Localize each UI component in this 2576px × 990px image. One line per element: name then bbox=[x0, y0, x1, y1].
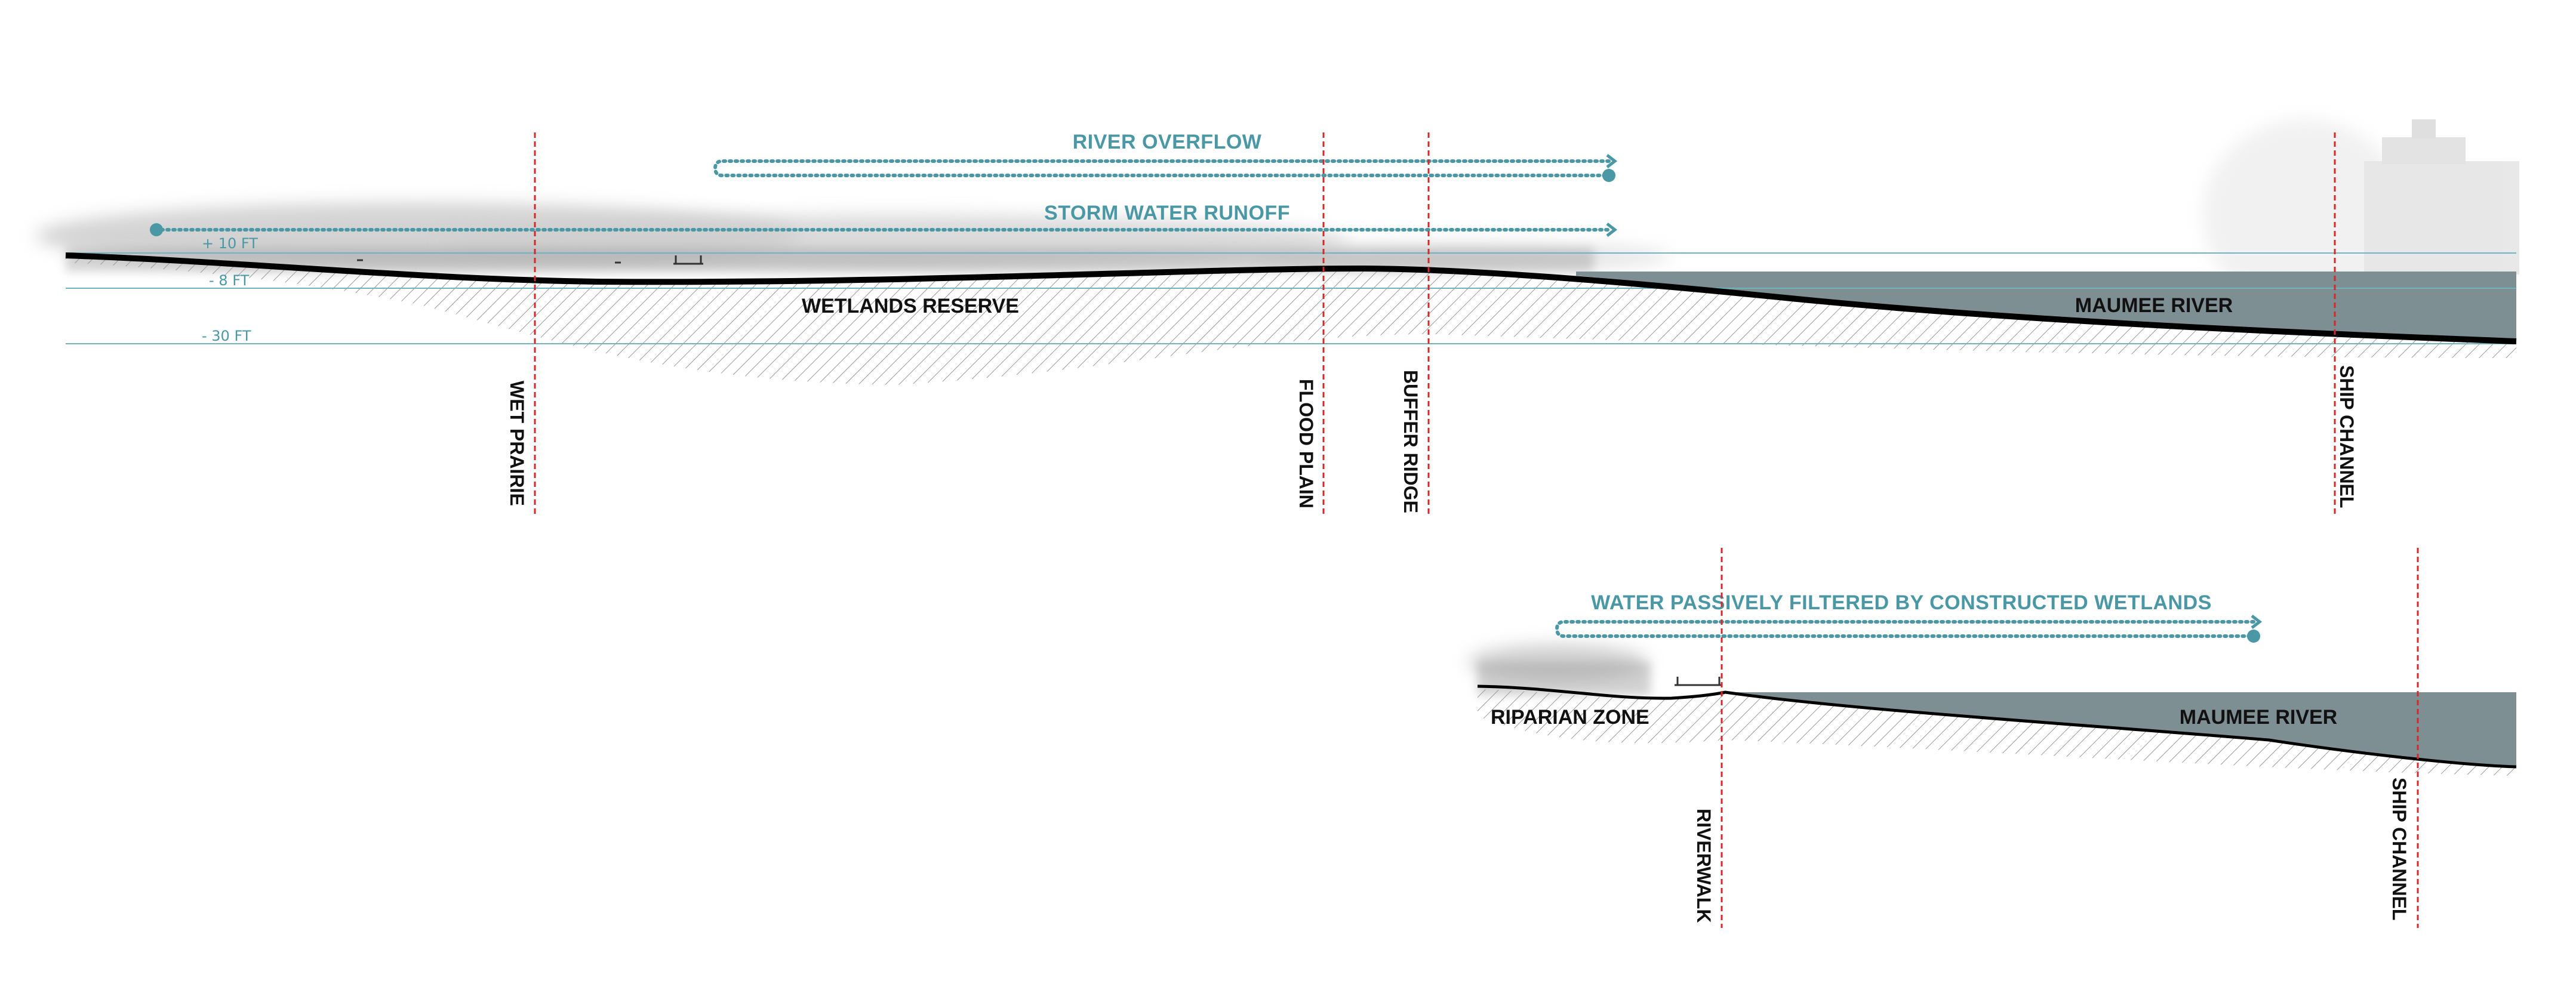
bottom-section: WATER PASSIVELY FILTERED BY CONSTRUCTED … bbox=[1469, 548, 2517, 928]
flood-plain-label: FLOOD PLAIN bbox=[1295, 379, 1317, 508]
bottom-earth-fill bbox=[1478, 689, 2516, 776]
filtered-water-arrow bbox=[1555, 615, 2263, 643]
bottom-ground-line bbox=[1477, 684, 2517, 769]
top-ground-line bbox=[65, 252, 2517, 344]
elevation-label-minus-8: - 8 FT bbox=[209, 272, 250, 289]
riverwalk-deck bbox=[1675, 677, 1722, 686]
top-maumee-river-label: MAUMEE RIVER bbox=[2075, 294, 2233, 317]
riparian-zone-label: RIPARIAN ZONE bbox=[1491, 706, 1649, 729]
riparian-vegetation-haze bbox=[1469, 644, 1651, 695]
storm-water-runoff-arrow bbox=[150, 223, 1618, 237]
filtered-water-label: WATER PASSIVELY FILTERED BY CONSTRUCTED … bbox=[1591, 591, 2212, 614]
top-ship-channel-label: SHIP CHANNEL bbox=[2336, 365, 2358, 508]
top-river-water bbox=[1576, 272, 2516, 341]
elevation-label-minus-30: - 30 FT bbox=[202, 328, 251, 344]
river-overflow-label: RIVER OVERFLOW bbox=[1073, 131, 1262, 153]
bottom-ship-channel-label: SHIP CHANNEL bbox=[2389, 778, 2410, 920]
vegetation-haze bbox=[36, 203, 1672, 272]
wetlands-reserve-label: WETLANDS RESERVE bbox=[802, 295, 1019, 317]
buffer-ridge-label: BUFFER RIDGE bbox=[1400, 370, 1421, 513]
riverwalk-label: RIVERWALK bbox=[1693, 809, 1715, 923]
boardwalk-detail bbox=[357, 255, 703, 265]
wet-prairie-label: WET PRAIRIE bbox=[506, 381, 528, 506]
bottom-maumee-river-label: MAUMEE RIVER bbox=[2180, 706, 2337, 729]
top-section: RIVER OVERFLOW STORM WATER RUNOFF + 10 F… bbox=[36, 119, 2519, 516]
bottom-river-water bbox=[1725, 692, 2516, 767]
river-overflow-arrow bbox=[713, 154, 1618, 182]
ship-illustration bbox=[2203, 119, 2519, 310]
storm-water-runoff-label: STORM WATER RUNOFF bbox=[1044, 202, 1290, 224]
elevation-label-plus-10: + 10 FT bbox=[202, 235, 258, 252]
